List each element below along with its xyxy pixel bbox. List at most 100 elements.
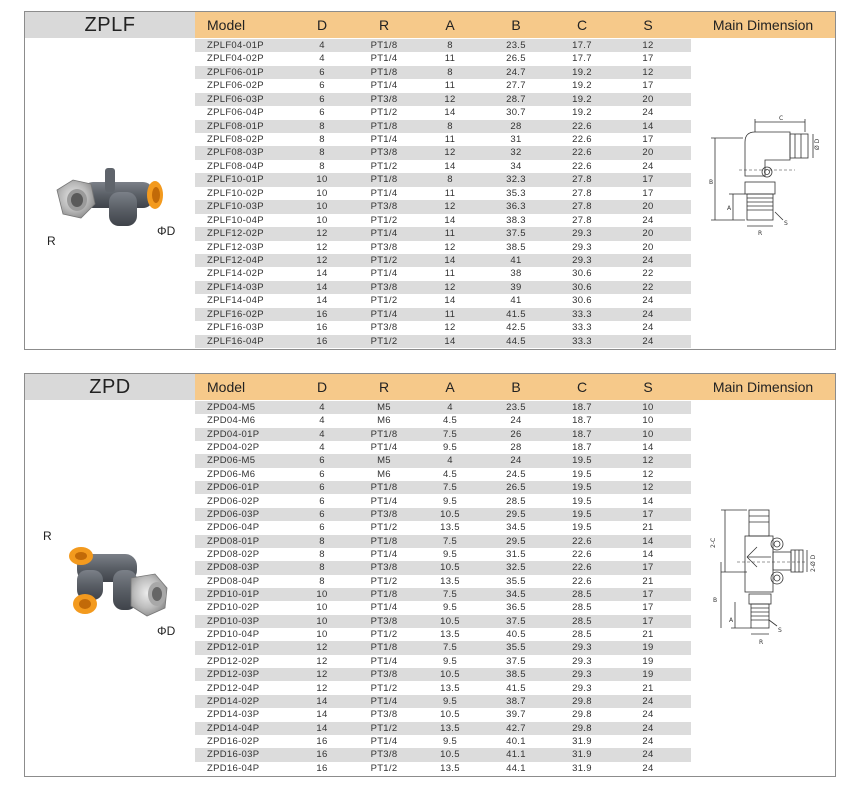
cell-r: PT1/4 — [370, 308, 398, 320]
cell-c: 22.6 — [572, 160, 592, 172]
cell-r: M6 — [377, 415, 391, 427]
cell-model: ZPLF12-03P — [207, 241, 264, 253]
cell-c: 18.7 — [572, 402, 592, 413]
cell-r: M5 — [377, 402, 391, 413]
header-model: Model — [195, 374, 285, 400]
cell-r: PT1/4 — [370, 735, 398, 747]
cell-d: 8 — [319, 535, 325, 547]
dim-label-b: B — [709, 179, 713, 186]
cell-r: PT3/8 — [370, 93, 398, 105]
cell-b: 26 — [510, 428, 522, 440]
header-s: S — [643, 379, 653, 395]
cell-a: 7.5 — [442, 482, 458, 494]
cell-d: 6 — [319, 495, 325, 507]
cell-d: 12 — [316, 228, 328, 240]
cell-model: ZPD10-02P — [207, 602, 260, 614]
dim-label-s: S — [784, 220, 788, 227]
cell-s: 12 — [642, 455, 654, 467]
cell-c: 30.6 — [572, 295, 592, 307]
cell-model: ZPLF14-04P — [207, 295, 264, 307]
photo-label-r: R — [47, 234, 56, 248]
cell-d: 8 — [319, 120, 325, 132]
cell-c: 33.3 — [572, 308, 592, 320]
header-d: D — [316, 17, 328, 33]
cell-b: 35.5 — [506, 642, 526, 654]
cell-s: 21 — [642, 575, 654, 587]
cell-a: 9.5 — [442, 495, 458, 507]
cell-a: 9.5 — [442, 548, 458, 560]
cell-d: 6 — [319, 468, 325, 480]
cell-model: ZPD16-04P — [207, 762, 260, 774]
cell-s: 14 — [642, 535, 654, 547]
cell-c: 29.3 — [572, 228, 592, 240]
cell-r: PT1/4 — [370, 442, 398, 454]
cell-a: 9.5 — [442, 695, 458, 707]
cell-r: PT1/2 — [370, 295, 398, 307]
cell-r: M6 — [377, 468, 391, 480]
cell-s: 10 — [642, 428, 654, 440]
cell-s: 17 — [642, 602, 654, 614]
cell-b: 24.5 — [506, 468, 526, 480]
cell-b: 23.5 — [506, 40, 526, 51]
cell-s: 19 — [642, 642, 654, 654]
cell-r: PT1/2 — [370, 160, 398, 172]
dim-label-b: B — [713, 597, 717, 604]
zplf-dimension-drawing: C Ø D B A R S — [705, 112, 831, 242]
cell-model: ZPLF08-02P — [207, 134, 264, 146]
cell-d: 8 — [319, 160, 325, 172]
cell-c: 31.9 — [572, 735, 592, 747]
header-model-label: Model — [207, 379, 246, 395]
cell-r: PT1/8 — [370, 589, 398, 600]
cell-r: PT3/8 — [370, 669, 398, 681]
main-dimension-label: Main Dimension — [712, 379, 814, 395]
cell-a: 10.5 — [440, 562, 460, 574]
cell-s: 24 — [642, 335, 654, 347]
cell-d: 6 — [319, 455, 325, 467]
cell-a: 14 — [444, 214, 456, 226]
cell-c: 19.2 — [572, 93, 592, 105]
cell-model: ZPLF16-02P — [207, 308, 264, 320]
cell-d: 8 — [319, 134, 325, 146]
cell-b: 36.5 — [506, 602, 526, 614]
cell-s: 24 — [642, 749, 654, 761]
cell-s: 24 — [642, 308, 654, 320]
cell-r: PT1/4 — [370, 228, 398, 240]
cell-b: 23.5 — [506, 402, 526, 413]
cell-s: 17 — [642, 562, 654, 574]
cell-d: 12 — [316, 669, 328, 681]
cell-c: 19.2 — [572, 80, 592, 92]
cell-s: 12 — [642, 66, 654, 78]
cell-a: 11 — [444, 134, 456, 146]
cell-b: 32.5 — [506, 562, 526, 574]
cell-s: 12 — [642, 468, 654, 480]
cell-c: 33.3 — [572, 335, 592, 347]
cell-a: 4 — [447, 455, 453, 467]
cell-model: ZPD10-04P — [207, 629, 260, 641]
cell-c: 29.3 — [572, 241, 592, 253]
cell-d: 4 — [319, 402, 325, 413]
cell-b: 24 — [510, 455, 522, 467]
cell-r: PT1/4 — [370, 134, 398, 146]
cell-b: 38.5 — [506, 241, 526, 253]
cell-b: 26.5 — [506, 53, 526, 65]
cell-b: 34 — [510, 160, 522, 172]
zpd-dimension-drawing: 2-C 2-Ø D B A R S — [707, 502, 831, 652]
cell-d: 14 — [316, 281, 328, 293]
cell-model: ZPLF06-02P — [207, 80, 264, 92]
